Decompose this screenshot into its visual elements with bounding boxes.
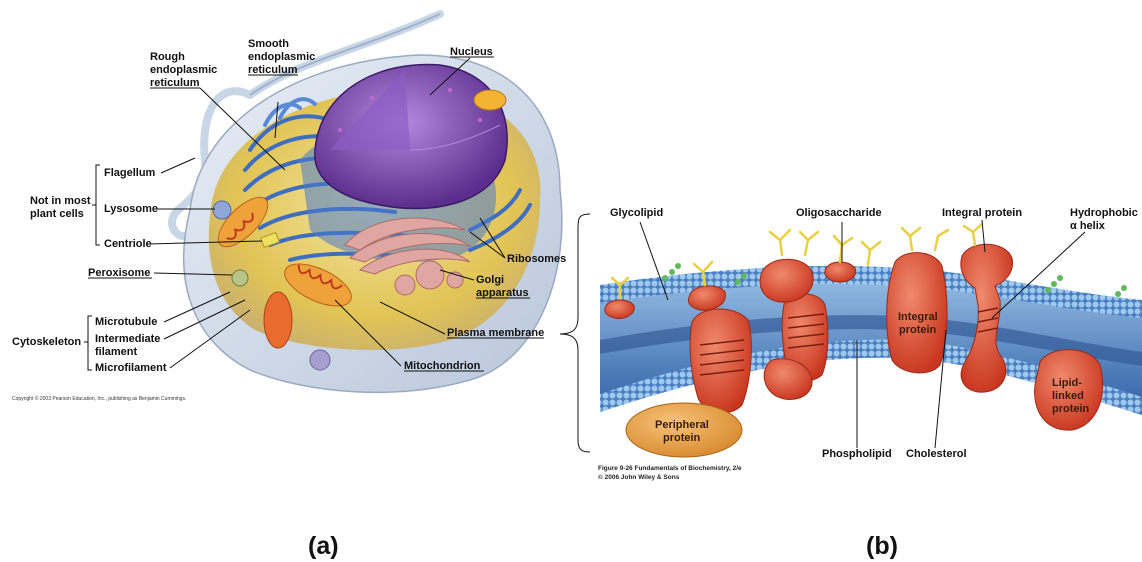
svg-text:filament: filament — [95, 346, 138, 358]
golgi-label: Golgi — [476, 274, 504, 286]
microtubule-label: Microtubule — [95, 316, 157, 328]
svg-text:reticulum: reticulum — [248, 64, 298, 76]
panel-b-caption: (b) — [866, 532, 898, 560]
svg-text:protein: protein — [1052, 403, 1090, 415]
peroxisome-shape — [232, 270, 248, 286]
flagellum-label: Flagellum — [104, 167, 156, 179]
hydrophobic-helix-label: Hydrophobic — [1070, 207, 1138, 219]
lysosome-shape — [213, 201, 231, 219]
svg-text:apparatus: apparatus — [476, 287, 529, 299]
copyright-text: Copyright © 2003 Pearson Education, Inc.… — [12, 395, 186, 402]
svg-text:© 2006 John Wiley & Sons: © 2006 John Wiley & Sons — [598, 473, 680, 481]
peroxisome-label: Peroxisome — [88, 267, 150, 279]
svg-text:endoplasmic: endoplasmic — [248, 51, 315, 63]
svg-text:protein: protein — [663, 432, 701, 444]
lipid-linked-protein-label: Lipid- — [1052, 377, 1082, 389]
ribosomes-label: Ribosomes — [507, 253, 566, 265]
svg-text:plant cells: plant cells — [30, 208, 84, 220]
rough-er-label: Rough — [150, 51, 185, 63]
integral-protein-inner-label: Integral — [898, 311, 938, 323]
centriole-label: Centriole — [104, 238, 152, 250]
not-in-plants-label: Not in most — [30, 195, 91, 207]
integral-protein-top-label: Integral protein — [942, 207, 1022, 219]
oligosaccharide-label: Oligosaccharide — [796, 207, 882, 219]
zoom-bracket — [560, 214, 590, 452]
svg-text:reticulum: reticulum — [150, 77, 200, 89]
mitochondrion-label: Mitochondrion — [404, 360, 481, 372]
svg-text:protein: protein — [899, 324, 937, 336]
svg-text:α helix: α helix — [1070, 220, 1106, 232]
microfilament-label: Microfilament — [95, 362, 167, 374]
nucleus-label: Nucleus — [450, 46, 493, 58]
panel-a-caption: (a) — [308, 532, 339, 560]
plasma-membrane-label: Plasma membrane — [447, 327, 544, 339]
phospholipid-label: Phospholipid — [822, 448, 892, 460]
peripheral-protein-label: Peripheral — [655, 419, 709, 431]
lysosome-label: Lysosome — [104, 203, 158, 215]
intermediate-filament-label: Intermediate — [95, 333, 160, 345]
glycolipid-label: Glycolipid — [610, 207, 663, 219]
svg-text:linked: linked — [1052, 390, 1084, 402]
figure-credit-text: Figure 9-26 Fundamentals of Biochemistry… — [598, 465, 742, 472]
svg-text:endoplasmic: endoplasmic — [150, 64, 217, 76]
smooth-er-label: Smooth — [248, 38, 289, 50]
cholesterol-label: Cholesterol — [906, 448, 967, 460]
cytoskeleton-label: Cytoskeleton — [12, 336, 81, 348]
